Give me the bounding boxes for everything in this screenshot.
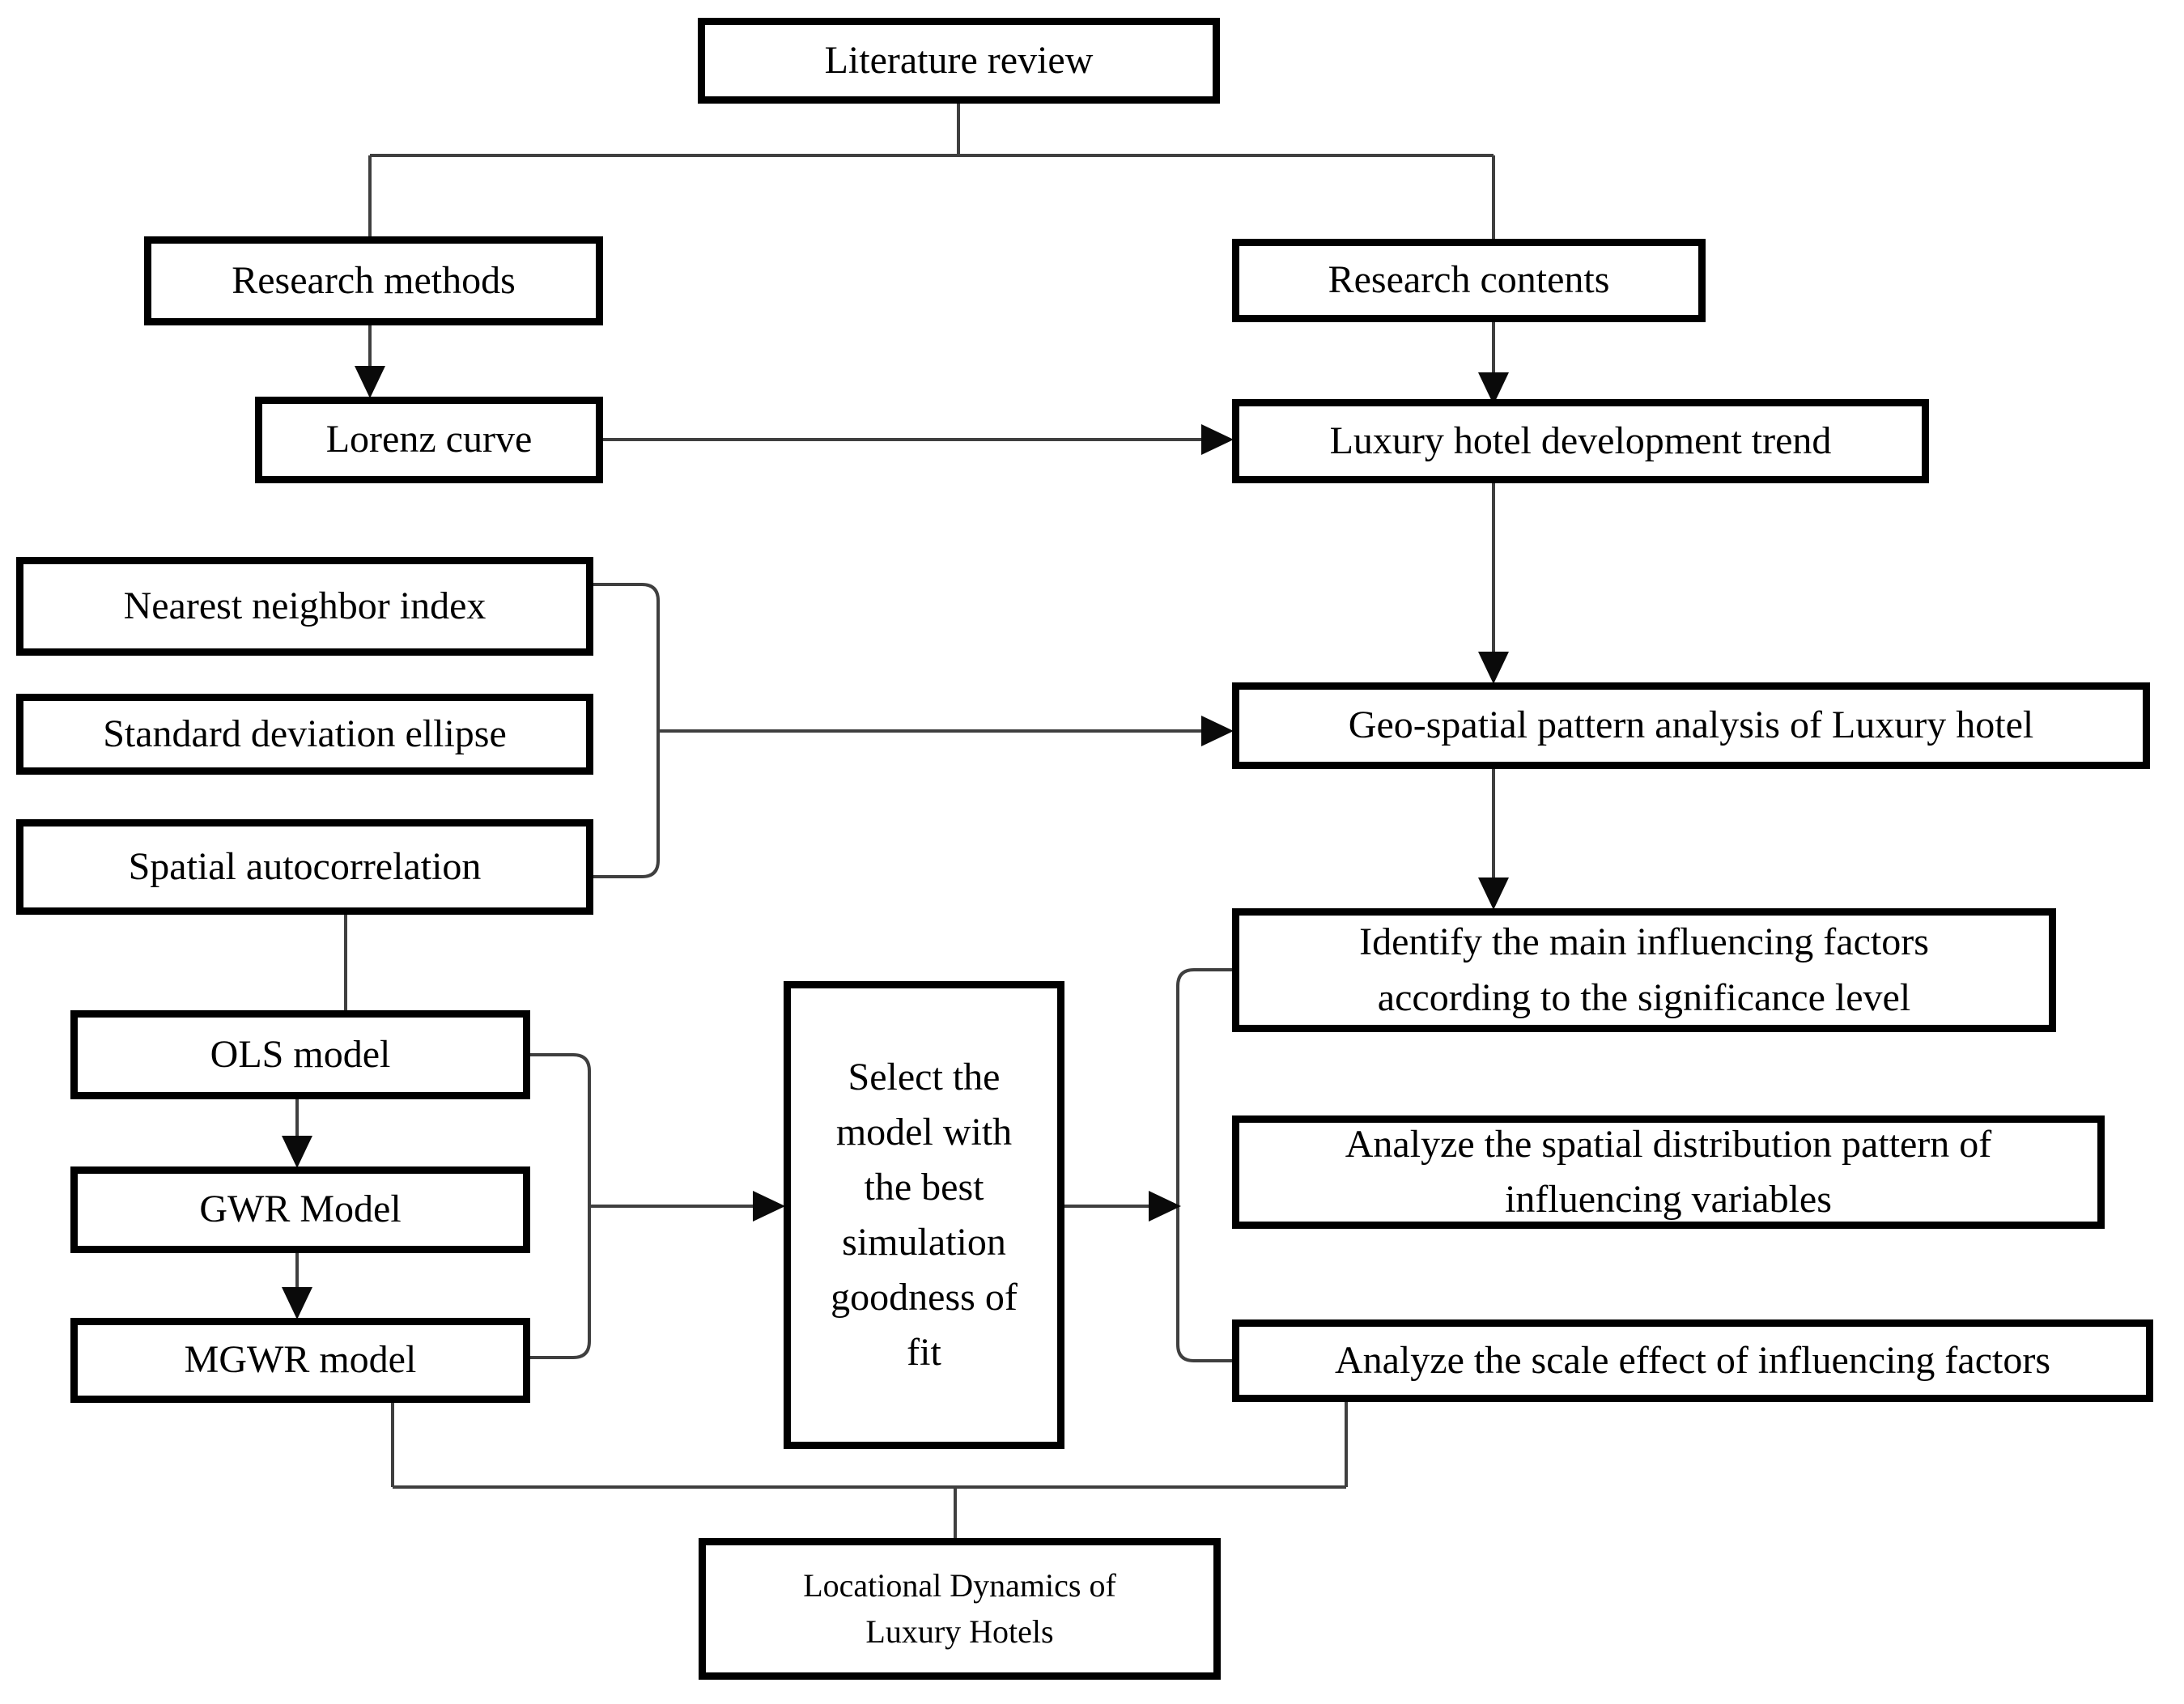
box-research-methods: Research methods [144,236,603,325]
arrowhead-luxury-left [1201,424,1234,455]
box-standard-deviation-ellipse: Standard deviation ellipse [16,694,593,775]
box-luxury-hotel-development-trend: Luxury hotel development trend [1232,399,1929,483]
arrowhead-result-bracket [1149,1191,1181,1222]
box-geo-spatial-pattern-analysis: Geo-spatial pattern analysis of Luxury h… [1232,682,2150,769]
edge-bottom-junction [391,1402,1348,1538]
box-analyze-scale-effect: Analyze the scale effect of influencing … [1232,1319,2153,1402]
arrowhead-select-left [753,1191,785,1222]
bracket-method-boxes [593,583,660,878]
box-identify-influencing-factors: Identify the main influencing factors ac… [1232,908,2056,1032]
box-gwr-model: GWR Model [70,1166,530,1253]
arrowhead-geospatial-top [1478,652,1509,684]
edge-literature-branch [368,104,1495,239]
arrowhead-lorenz-top [355,366,385,398]
box-locational-dynamics: Locational Dynamics of Luxury Hotels [699,1538,1221,1680]
bracket-model-boxes [530,1053,591,1359]
box-literature-review: Literature review [698,18,1220,104]
arrowhead-mgwr-top [282,1287,312,1319]
arrowhead-identify-top [1478,877,1509,910]
arrowhead-geospatial-left [1201,716,1234,746]
box-ols-model: OLS model [70,1010,530,1099]
box-analyze-spatial-distribution: Analyze the spatial distribution pattern… [1232,1115,2105,1229]
box-select-best-model: Select the model with the best simulatio… [784,981,1064,1449]
box-lorenz-curve: Lorenz curve [255,397,603,483]
bracket-result-boxes [1176,968,1232,1362]
arrowhead-luxury-top [1478,372,1509,405]
box-research-contents: Research contents [1232,239,1706,322]
box-nearest-neighbor-index: Nearest neighbor index [16,557,593,656]
arrowhead-gwr-top [282,1136,312,1168]
box-spatial-autocorrelation: Spatial autocorrelation [16,819,593,915]
box-mgwr-model: MGWR model [70,1318,530,1403]
